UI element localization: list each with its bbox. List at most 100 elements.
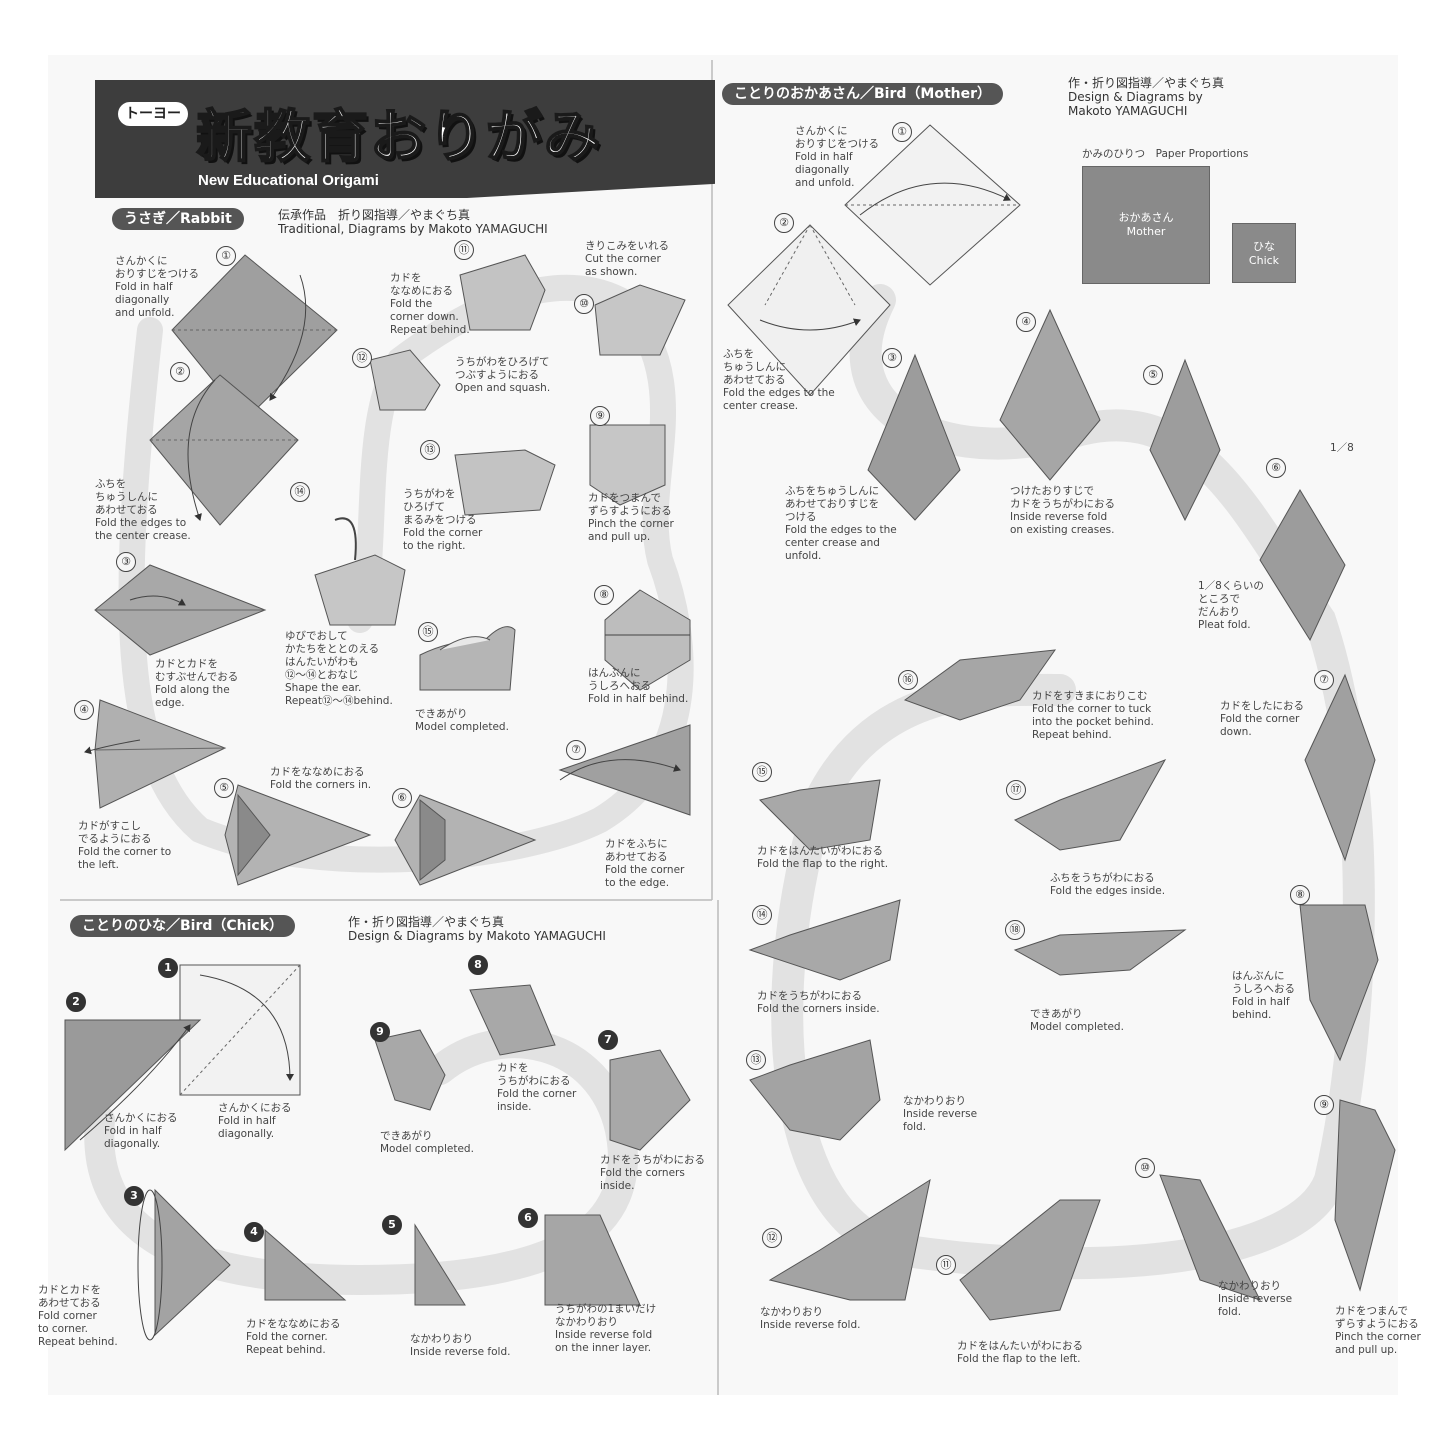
- rabbit-step-number: ③: [116, 552, 136, 572]
- chick-step-number: 4: [244, 1222, 264, 1242]
- mother-step-number: ⑮: [752, 762, 772, 782]
- brand-badge: トーヨー: [118, 102, 188, 126]
- mother-step-number: ②: [774, 213, 794, 233]
- rabbit-step-number: ②: [170, 362, 190, 382]
- rabbit-step-number: ①: [216, 246, 236, 266]
- rabbit-step-number: ⑩: [574, 294, 594, 314]
- chick-paper-label-en: Chick: [1248, 254, 1280, 267]
- chick-paper-box: ひな Chick: [1232, 223, 1296, 283]
- rabbit-step-number: ⑫: [352, 348, 372, 368]
- rabbit-step-number: ⑬: [420, 440, 440, 460]
- rabbit-step-number: ⑭: [290, 482, 310, 502]
- chick-step-number: 6: [518, 1208, 538, 1228]
- mother-step-number: ③: [882, 348, 902, 368]
- chick-heading: ことりのひな／Bird（Chick）: [70, 915, 296, 937]
- pleat-mark: 1／8: [1330, 442, 1354, 454]
- rabbit-step-number: ⑤: [214, 778, 234, 798]
- rabbit-step-number: ⑨: [590, 406, 610, 426]
- rabbit-heading: うさぎ／Rabbit: [112, 208, 244, 230]
- rabbit-step-number: ⑦: [566, 740, 586, 760]
- proportions-label: かみのひりつ Paper Proportions: [1082, 148, 1249, 160]
- mother-step-number: ④: [1016, 312, 1036, 332]
- chick-step-number: 1: [158, 958, 178, 978]
- mother-step-number: ⑬: [746, 1050, 766, 1070]
- chick-paper-label-jp: ひな: [1253, 240, 1275, 253]
- mother-step-number: ⑤: [1143, 365, 1163, 385]
- chick-step-number: 3: [124, 1186, 144, 1206]
- chick-step-number: 8: [468, 955, 488, 975]
- mother-paper-label-jp: おかあさん: [1118, 211, 1174, 224]
- rabbit-step-number: ⑥: [392, 788, 412, 808]
- mother-step-number: ⑯: [898, 670, 918, 690]
- mother-paper-label-en: Mother: [1126, 225, 1166, 238]
- mother-step-number: ⑩: [1135, 1158, 1155, 1178]
- mother-step-number: ①: [892, 122, 912, 142]
- mother-step-number: ⑥: [1266, 458, 1286, 478]
- mother-step-number: ⑰: [1006, 780, 1026, 800]
- page-subtitle: New Educational Origami: [198, 172, 379, 189]
- rabbit-step-number: ⑧: [594, 585, 614, 605]
- chick-step-number: 7: [598, 1030, 618, 1050]
- mother-step-number: ⑭: [752, 905, 772, 925]
- mother-step-number: ⑫: [762, 1228, 782, 1248]
- mother-step-number: ⑱: [1005, 920, 1025, 940]
- chick-step-number: 5: [382, 1215, 402, 1235]
- chick-step-number: 9: [370, 1022, 390, 1042]
- mother-paper-box: おかあさん Mother: [1082, 166, 1210, 284]
- mother-step-number: ⑦: [1314, 670, 1334, 690]
- mother-step-number: ⑨: [1314, 1095, 1334, 1115]
- chick-step-number: 2: [66, 992, 86, 1012]
- page-title: 新教育おりがみ: [195, 104, 602, 171]
- mother-heading: ことりのおかあさん／Bird（Mother）: [722, 83, 1004, 105]
- header-banner: [95, 80, 715, 198]
- rabbit-step-number: ⑪: [454, 240, 474, 260]
- mother-step-number: ⑪: [936, 1255, 956, 1275]
- mother-step-number: ⑧: [1290, 885, 1310, 905]
- rabbit-step-number: ⑮: [418, 622, 438, 642]
